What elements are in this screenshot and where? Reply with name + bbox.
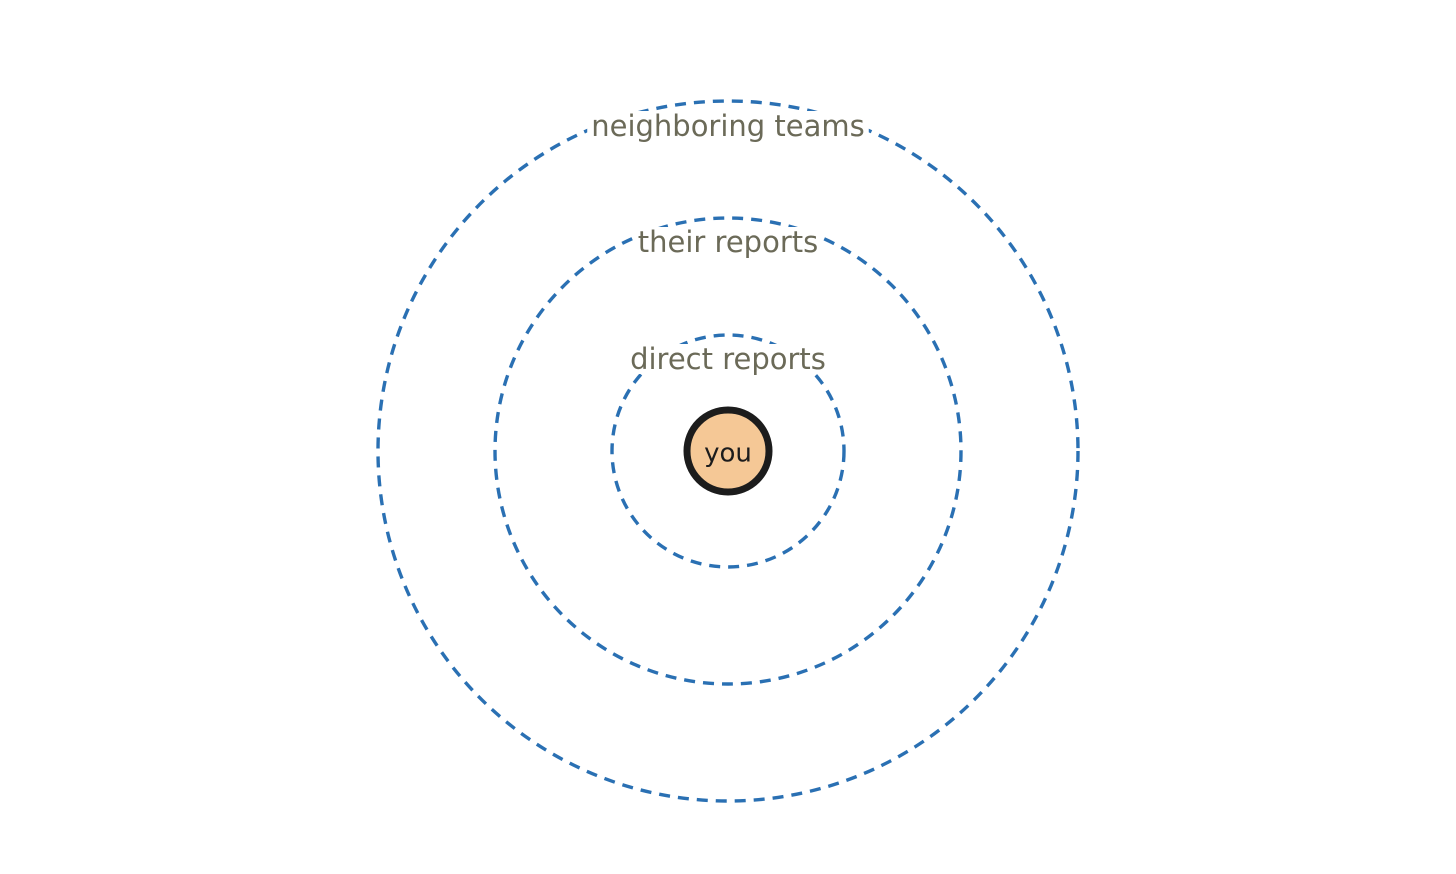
ring-direct-reports: direct reports: [610, 333, 846, 569]
ring-outer-circle: [376, 99, 1080, 803]
ring-neighboring-teams: neighboring teams: [376, 99, 1080, 803]
ring-label-their-reports: their reports: [638, 225, 818, 259]
ring-label-backdrop: [633, 227, 823, 257]
ring-their-reports: their reports: [493, 216, 963, 686]
center-node-you: you: [683, 406, 773, 496]
ring-label-direct-reports: direct reports: [630, 342, 826, 376]
ring-label-neighboring-teams: neighboring teams: [591, 109, 865, 143]
center-node-label: you: [704, 439, 752, 469]
ring-label-backdrop: [587, 111, 869, 141]
center-node-circle: [683, 406, 773, 496]
ring-inner-circle: [610, 333, 846, 569]
ring-label-backdrop: [626, 344, 830, 374]
ring-middle-circle: [493, 216, 963, 686]
